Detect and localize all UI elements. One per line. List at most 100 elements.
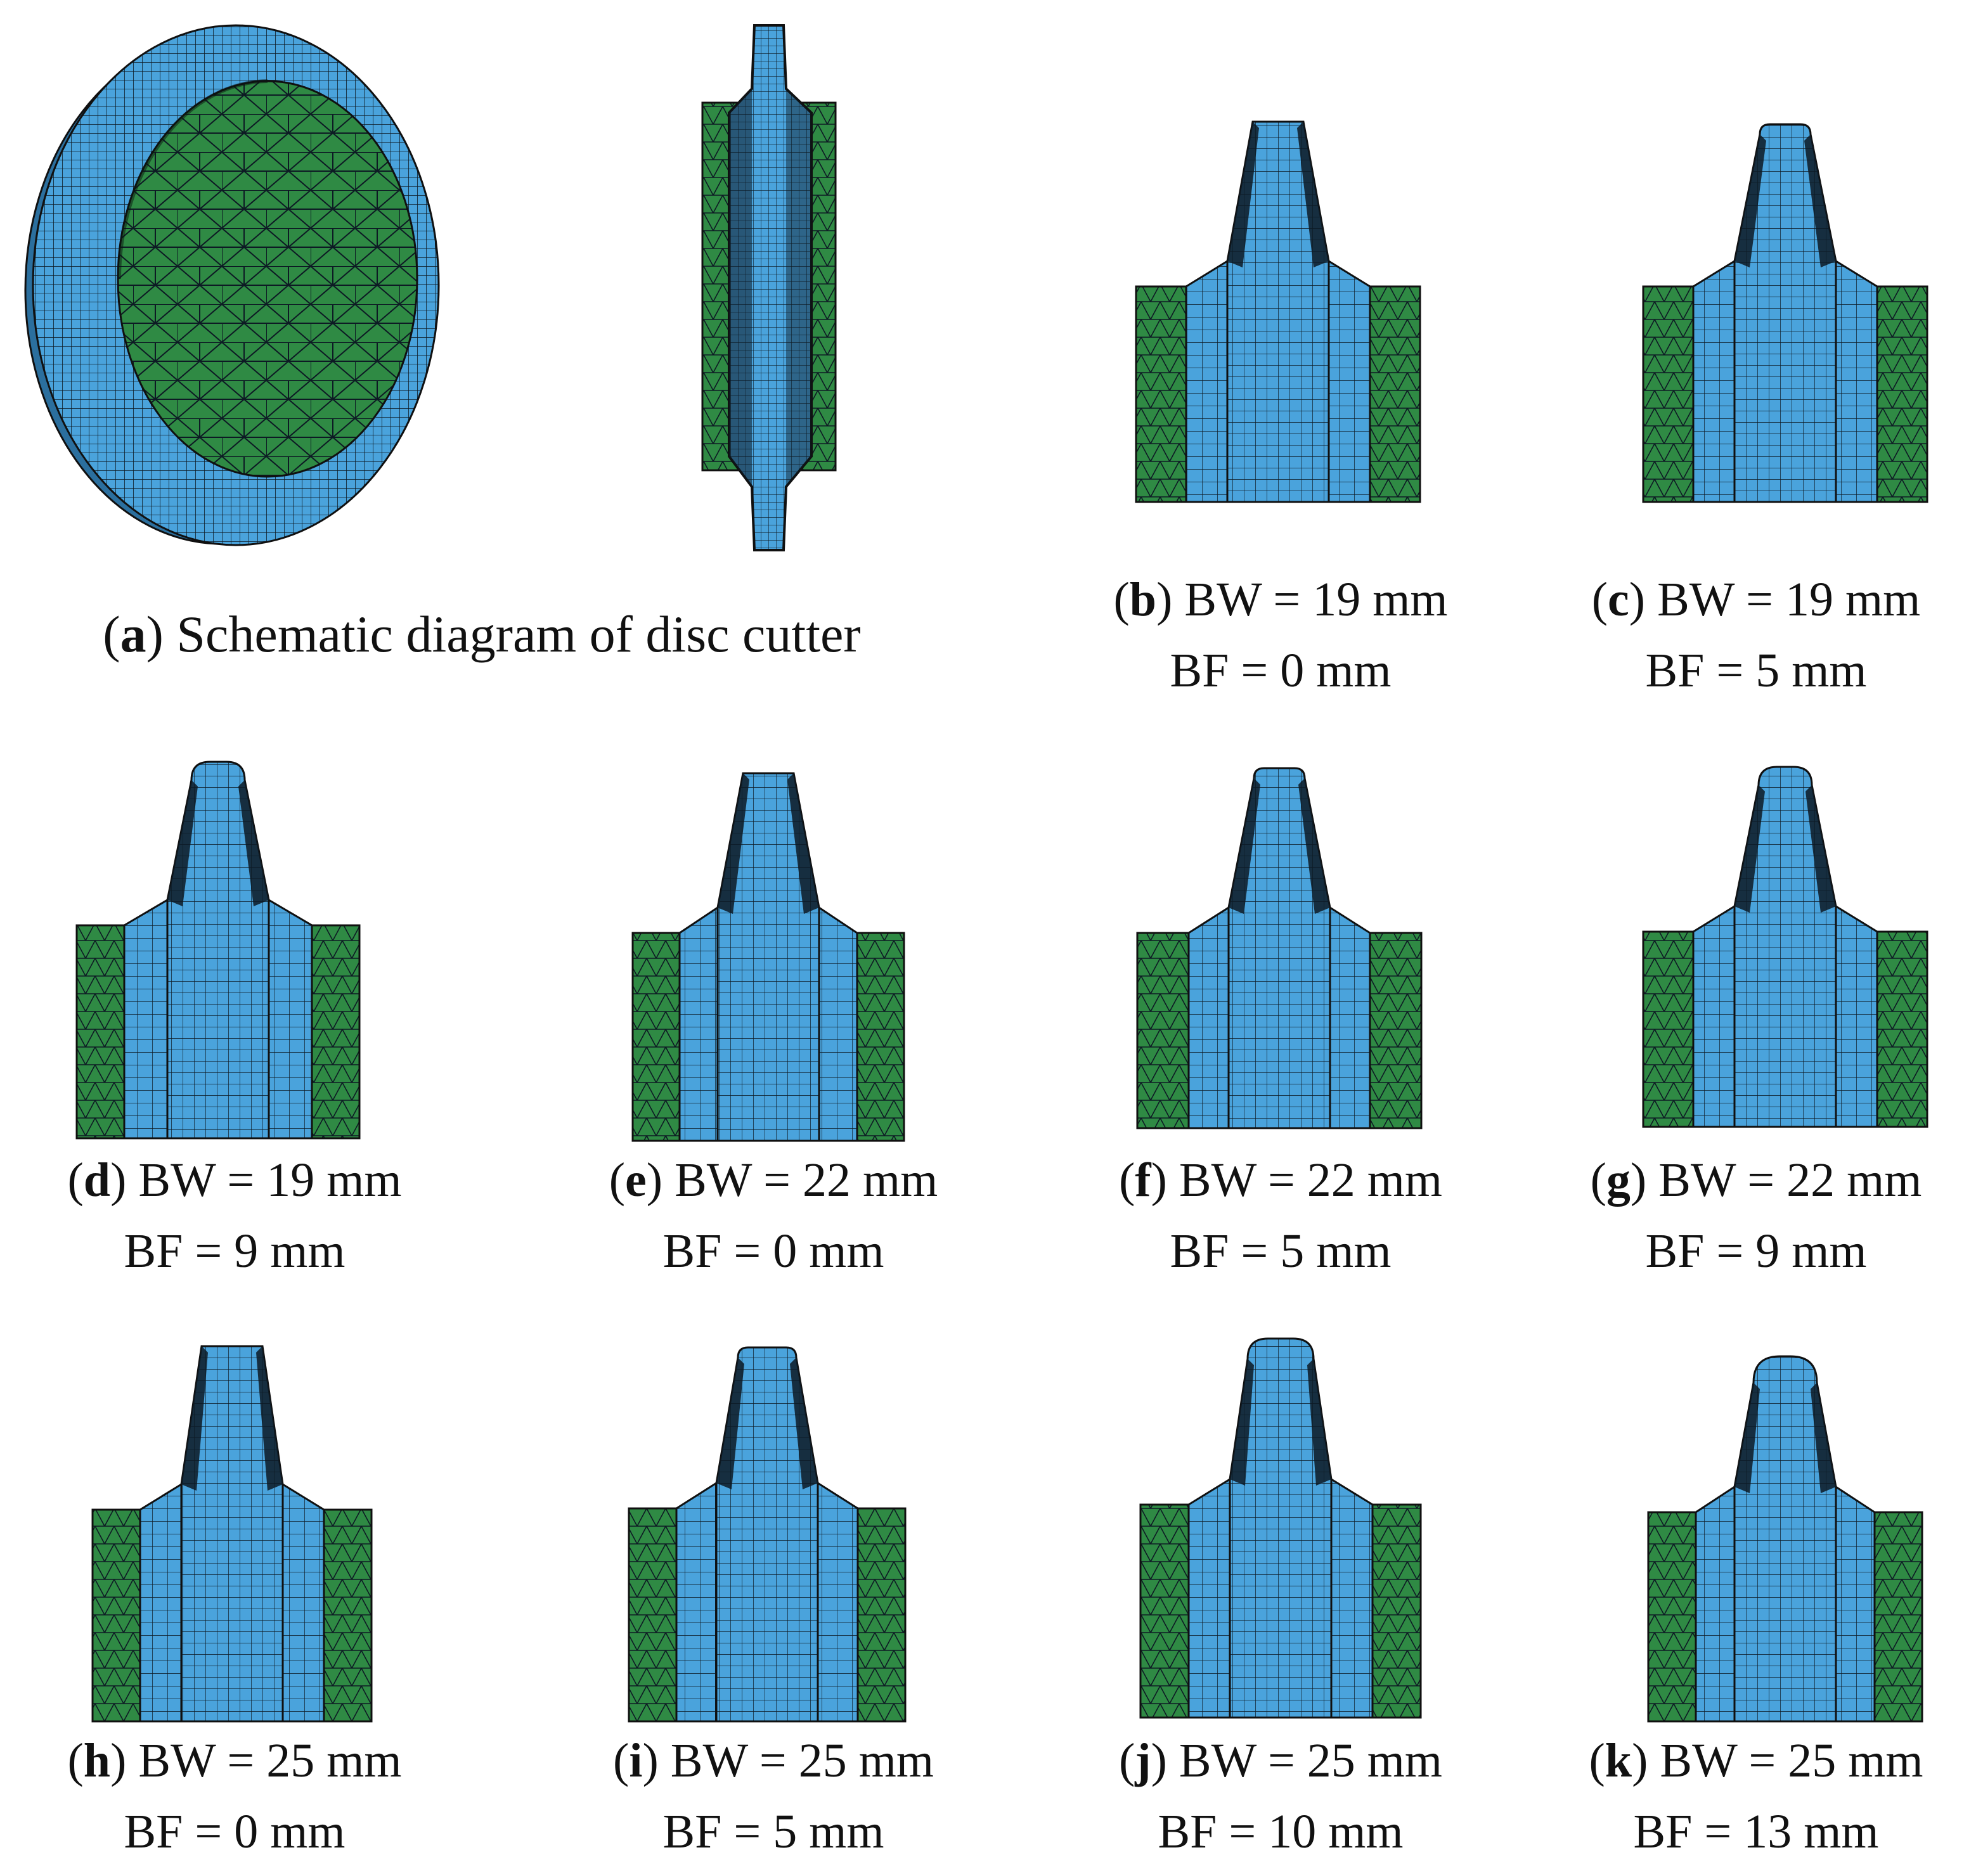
caption-i-bw: BW = 25 mm — [670, 1734, 934, 1787]
caption-d-bw: BW = 19 mm — [138, 1153, 402, 1207]
disc-ring-face — [32, 24, 440, 546]
hub-right-f — [1369, 932, 1423, 1129]
caption-c-bf: BF = 5 mm — [1645, 644, 1867, 697]
caption-a-text: Schematic diagram of disc cutter — [176, 605, 861, 663]
shoulder-g — [1692, 905, 1878, 1128]
cross-section-c — [1642, 123, 1928, 503]
blade-flank-right-g — [1805, 785, 1836, 913]
blade-flank-left-d — [167, 780, 198, 906]
blade-flank-left-g — [1734, 785, 1765, 913]
blade-flank-left-e — [718, 773, 749, 914]
shoulder-k — [1695, 1486, 1876, 1723]
blade-flank-right-f — [1298, 778, 1330, 914]
caption-f-bw: BW = 22 mm — [1179, 1153, 1443, 1207]
caption-h-bw: BW = 25 mm — [138, 1734, 402, 1787]
side-blade — [728, 24, 813, 551]
hub-left-i — [628, 1507, 678, 1723]
blade-f — [1227, 767, 1331, 1129]
blade-k — [1733, 1355, 1837, 1723]
cross-section-i — [628, 1346, 907, 1723]
caption-f-bf: BF = 5 mm — [1170, 1224, 1392, 1278]
blade-flank-right-b — [1297, 122, 1329, 267]
caption-e: (e) BW = 22 mm BF = 0 mm — [609, 1153, 938, 1278]
blade-d — [166, 761, 270, 1140]
cross-section-e — [631, 772, 905, 1142]
caption-i: (i) BW = 25 mm BF = 5 mm — [613, 1734, 934, 1858]
blade-flank-right-j — [1307, 1359, 1331, 1486]
blade-flank-right-d — [238, 780, 269, 906]
blade-h — [180, 1345, 284, 1723]
blade-flank-left-k — [1734, 1382, 1760, 1493]
blade-flank-left-i — [716, 1358, 744, 1489]
hub-right-h — [323, 1508, 373, 1723]
caption-b-bw: BW = 19 mm — [1184, 573, 1448, 626]
blade-flank-left-h — [181, 1346, 208, 1491]
side-hub-left — [701, 101, 761, 472]
hub-left-g — [1642, 930, 1695, 1128]
caption-k-bf: BF = 13 mm — [1633, 1805, 1879, 1858]
caption-g-letter: g — [1606, 1153, 1631, 1207]
hub-left-h — [91, 1508, 141, 1723]
shoulder-i — [675, 1482, 859, 1723]
cross-section-f — [1136, 767, 1423, 1129]
cross-section-g — [1642, 766, 1928, 1128]
caption-g-bf: BF = 9 mm — [1645, 1224, 1867, 1278]
hub-right-g — [1876, 930, 1928, 1128]
caption-k-bw: BW = 25 mm — [1660, 1734, 1923, 1787]
caption-d-bf: BF = 9 mm — [124, 1224, 346, 1278]
blade-flank-left-f — [1229, 778, 1260, 914]
caption-b-letter: b — [1129, 573, 1157, 626]
caption-e-letter: e — [625, 1153, 647, 1207]
cross-section-j — [1139, 1337, 1422, 1719]
caption-d-letter: d — [83, 1153, 111, 1207]
caption-c-bw: BW = 19 mm — [1657, 573, 1921, 626]
side-hub-right — [773, 101, 837, 472]
caption-i-letter: i — [629, 1734, 643, 1787]
caption-c: (c) BW = 19 mm BF = 5 mm — [1591, 573, 1921, 697]
blade-b — [1226, 120, 1330, 503]
blade-g — [1733, 766, 1837, 1128]
blade-c — [1733, 123, 1837, 503]
caption-b-bf: BF = 0 mm — [1170, 644, 1392, 697]
caption-c-letter: c — [1608, 573, 1629, 626]
hub-left-f — [1136, 932, 1190, 1129]
blade-i — [715, 1346, 819, 1723]
blade-flank-right-c — [1804, 134, 1836, 267]
blade-flank-right-e — [787, 773, 819, 914]
caption-j-bw: BW = 25 mm — [1179, 1734, 1443, 1787]
cross-section-h — [91, 1345, 373, 1723]
caption-e-bf: BF = 0 mm — [662, 1224, 884, 1278]
hub-left-e — [631, 932, 681, 1142]
cross-section-k — [1647, 1355, 1923, 1723]
hub-left-c — [1642, 285, 1695, 503]
caption-f-letter: f — [1135, 1153, 1151, 1207]
caption-k-letter: k — [1605, 1734, 1632, 1787]
caption-a: (a) Schematic diagram of disc cutter — [103, 605, 861, 663]
blade-j — [1229, 1337, 1333, 1719]
caption-a-letter: a — [120, 605, 146, 663]
hub-right-d — [311, 924, 361, 1140]
caption-b: (b) BW = 19 mm BF = 0 mm — [1113, 573, 1448, 697]
blade-e — [716, 772, 820, 1142]
hub-left-j — [1139, 1503, 1190, 1719]
hub-left-k — [1647, 1511, 1697, 1723]
hub-left-d — [75, 924, 126, 1140]
disc-rim-side — [24, 35, 420, 545]
caption-g-bw: BW = 22 mm — [1658, 1153, 1922, 1207]
caption-j: (j) BW = 25 mm BF = 10 mm — [1118, 1734, 1443, 1858]
blade-flank-left-j — [1230, 1359, 1254, 1486]
blade-flank-right-k — [1811, 1382, 1836, 1493]
disc-hub-face — [117, 80, 418, 478]
caption-f: (f) BW = 22 mm BF = 5 mm — [1118, 1153, 1443, 1278]
caption-d: (d) BW = 19 mm BF = 9 mm — [67, 1153, 402, 1278]
caption-e-bw: BW = 22 mm — [675, 1153, 938, 1207]
cross-section-b — [1135, 120, 1421, 503]
shoulder-b — [1185, 260, 1371, 503]
caption-i-bf: BF = 5 mm — [662, 1805, 884, 1858]
caption-j-bf: BF = 10 mm — [1158, 1805, 1404, 1858]
caption-k: (k) BW = 25 mm BF = 13 mm — [1589, 1734, 1923, 1858]
caption-h-bf: BF = 0 mm — [124, 1805, 346, 1858]
